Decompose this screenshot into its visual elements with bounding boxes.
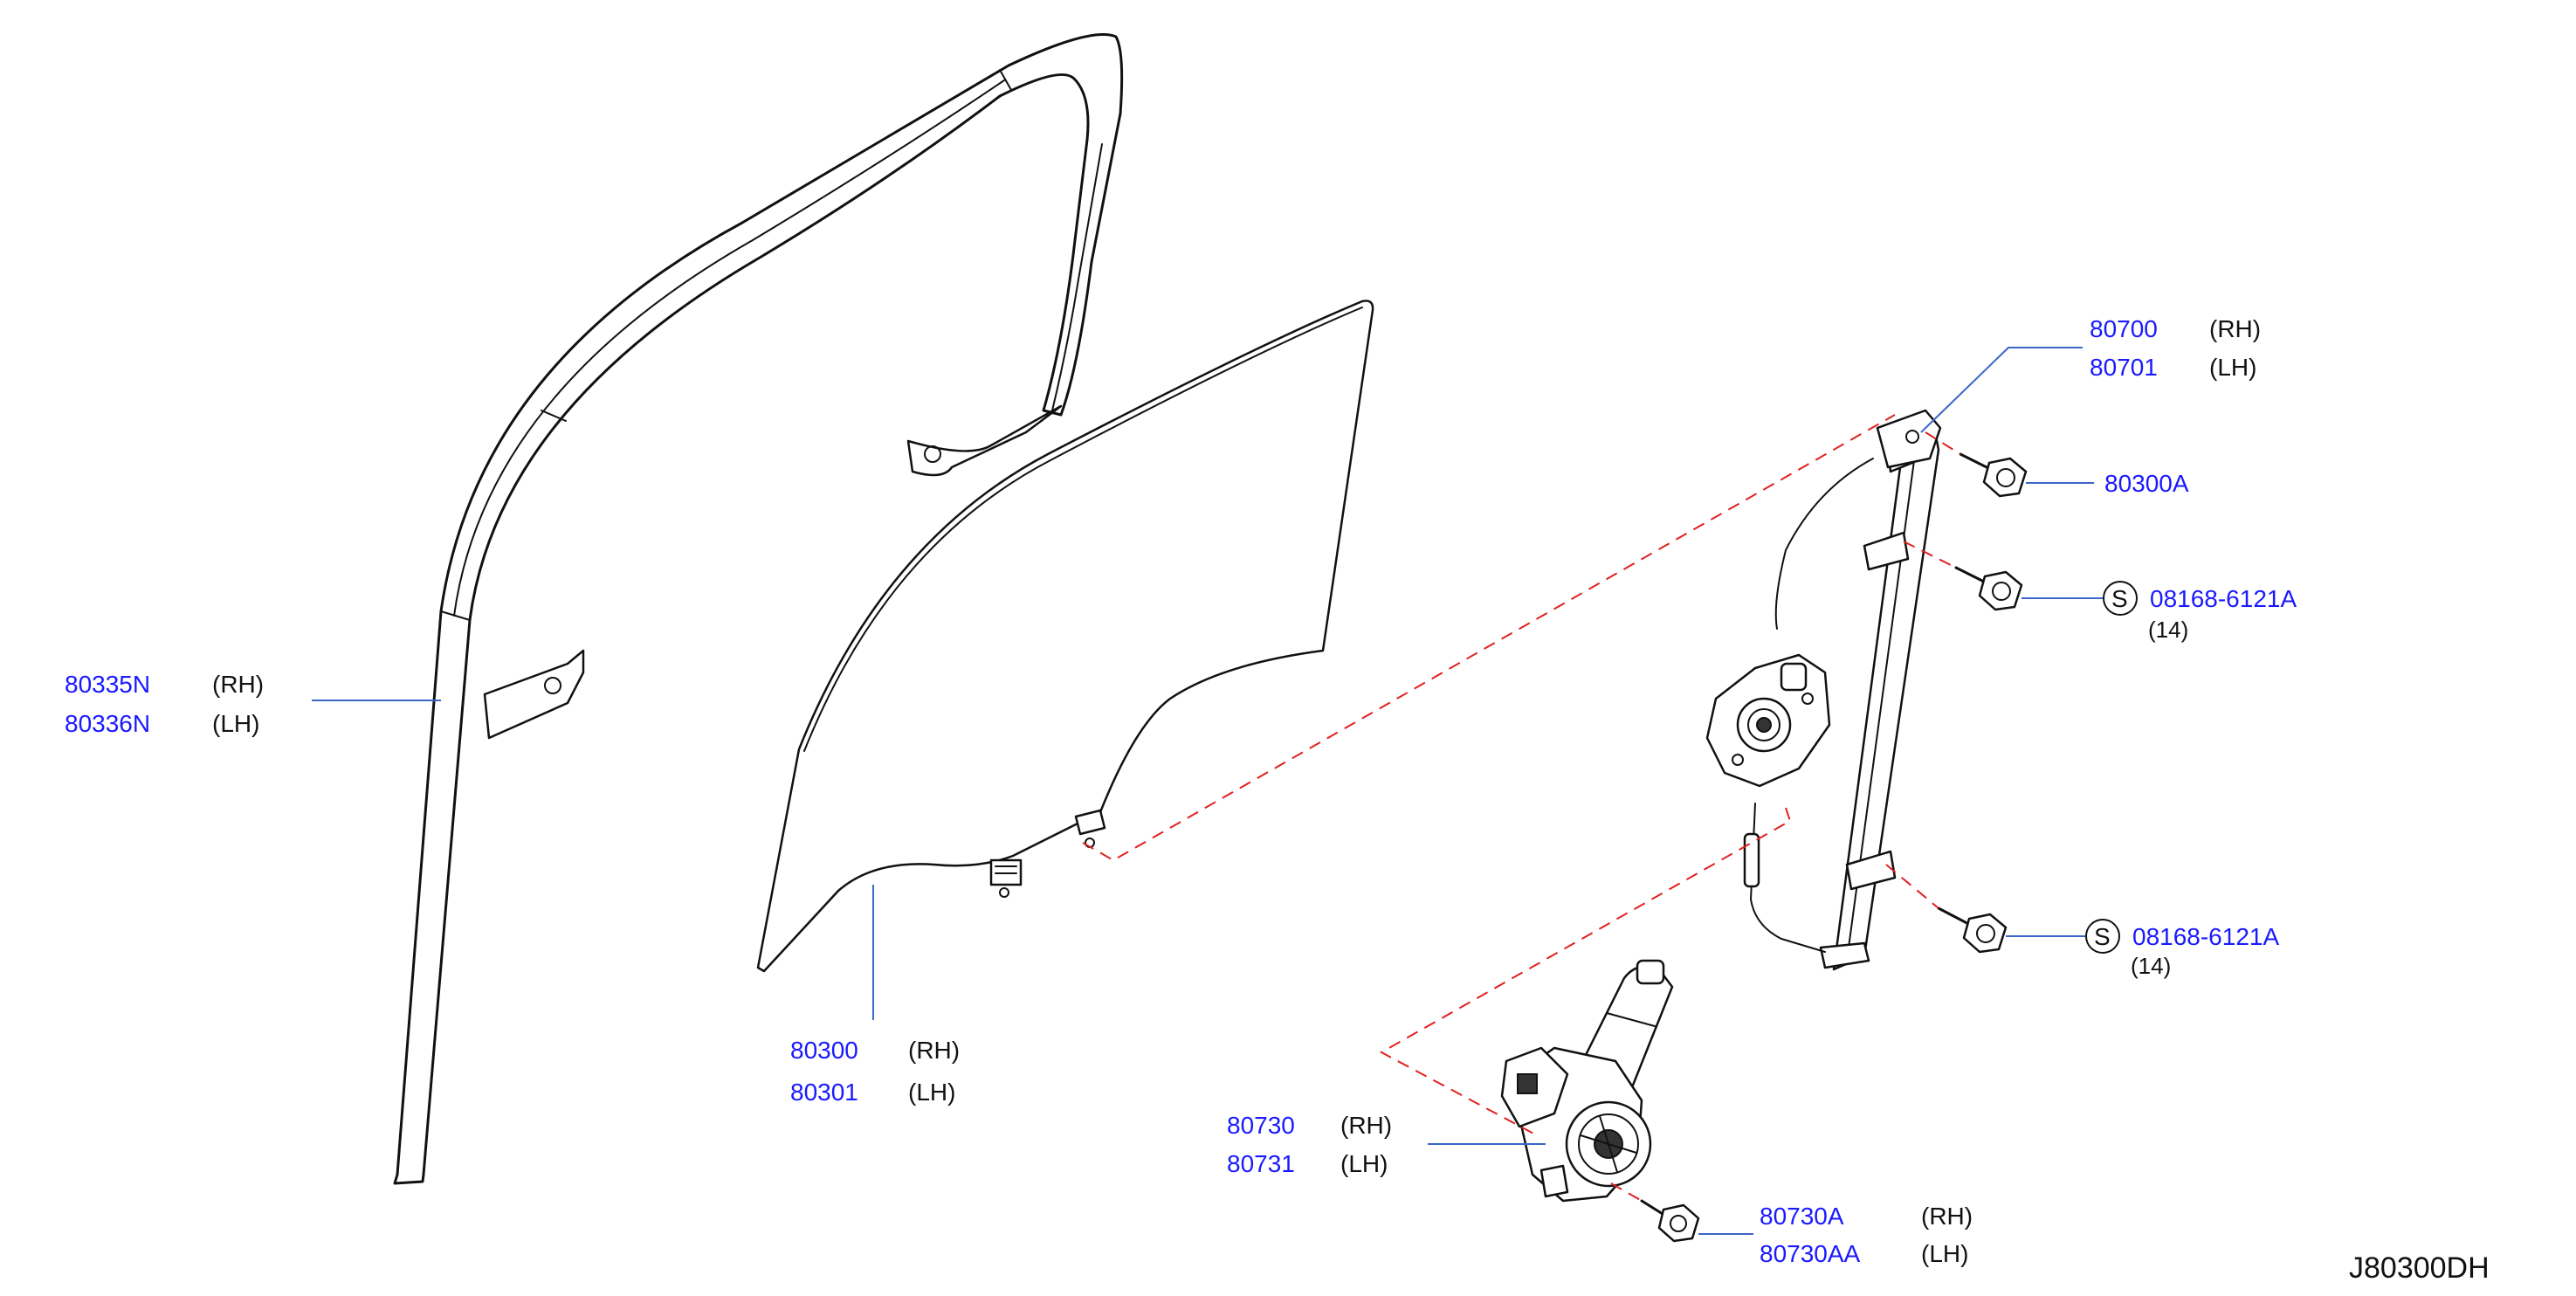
motor-rh-part-no[interactable]: 80730 xyxy=(1227,1112,1295,1139)
motor-bolt-rh-part-no[interactable]: 80730A xyxy=(1760,1203,1844,1230)
sash-rh-side: (RH) xyxy=(212,671,264,698)
labels: 80335N (RH) 80336N (LH) 80300 (RH) 80301… xyxy=(65,315,2490,1285)
sash-lh-part-no[interactable]: 80336N xyxy=(65,710,150,737)
glass-bolt-part-no[interactable]: 80300A xyxy=(2104,470,2189,497)
reg-bolt-upper-qty: (14) xyxy=(2148,617,2188,643)
door-glass-icon xyxy=(756,300,1374,973)
assembly-lines xyxy=(1082,414,1961,1202)
sash-lh-side: (LH) xyxy=(212,710,259,737)
standard-part-symbol-lower-text: S xyxy=(2094,923,2111,950)
sash-rh-part-no[interactable]: 80335N xyxy=(65,671,150,698)
leader-lines xyxy=(312,347,2104,1235)
glass-rh-side: (RH) xyxy=(908,1037,960,1064)
standard-part-symbol-upper xyxy=(2103,581,2138,616)
motor-bolt-rh-side: (RH) xyxy=(1921,1203,1973,1230)
standard-part-symbol-lower xyxy=(2085,919,2120,954)
glass-lh-side: (LH) xyxy=(908,1079,955,1106)
glass-lh-part-no[interactable]: 80301 xyxy=(790,1079,858,1106)
motor-lh-side: (LH) xyxy=(1340,1150,1388,1177)
reg-bolt-lower-qty: (14) xyxy=(2131,953,2171,979)
regulator-lh-side: (LH) xyxy=(2209,354,2256,381)
regulator-lh-part-no[interactable]: 80701 xyxy=(2090,354,2158,381)
motor-bolt-lh-part-no[interactable]: 80730AA xyxy=(1760,1240,1861,1267)
regulator-motor-icon xyxy=(1500,959,1674,1203)
bolt-icon xyxy=(1640,452,2028,1243)
regulator-rh-side: (RH) xyxy=(2209,315,2261,342)
reg-bolt-upper-part-no[interactable]: 08168-6121A xyxy=(2150,585,2297,612)
window-regulator-icon xyxy=(1705,409,1942,971)
standard-part-symbol-upper-text: S xyxy=(2111,585,2128,612)
reg-bolt-lower-part-no[interactable]: 08168-6121A xyxy=(2132,923,2279,950)
diagram-code: J80300DH xyxy=(2349,1251,2490,1285)
motor-rh-side: (RH) xyxy=(1340,1112,1392,1139)
glass-rh-part-no[interactable]: 80300 xyxy=(790,1037,858,1064)
motor-bolt-lh-side: (LH) xyxy=(1921,1240,1968,1267)
motor-lh-part-no[interactable]: 80731 xyxy=(1227,1150,1295,1177)
sash-icon xyxy=(393,33,1124,1185)
regulator-rh-part-no[interactable]: 80700 xyxy=(2090,315,2158,342)
